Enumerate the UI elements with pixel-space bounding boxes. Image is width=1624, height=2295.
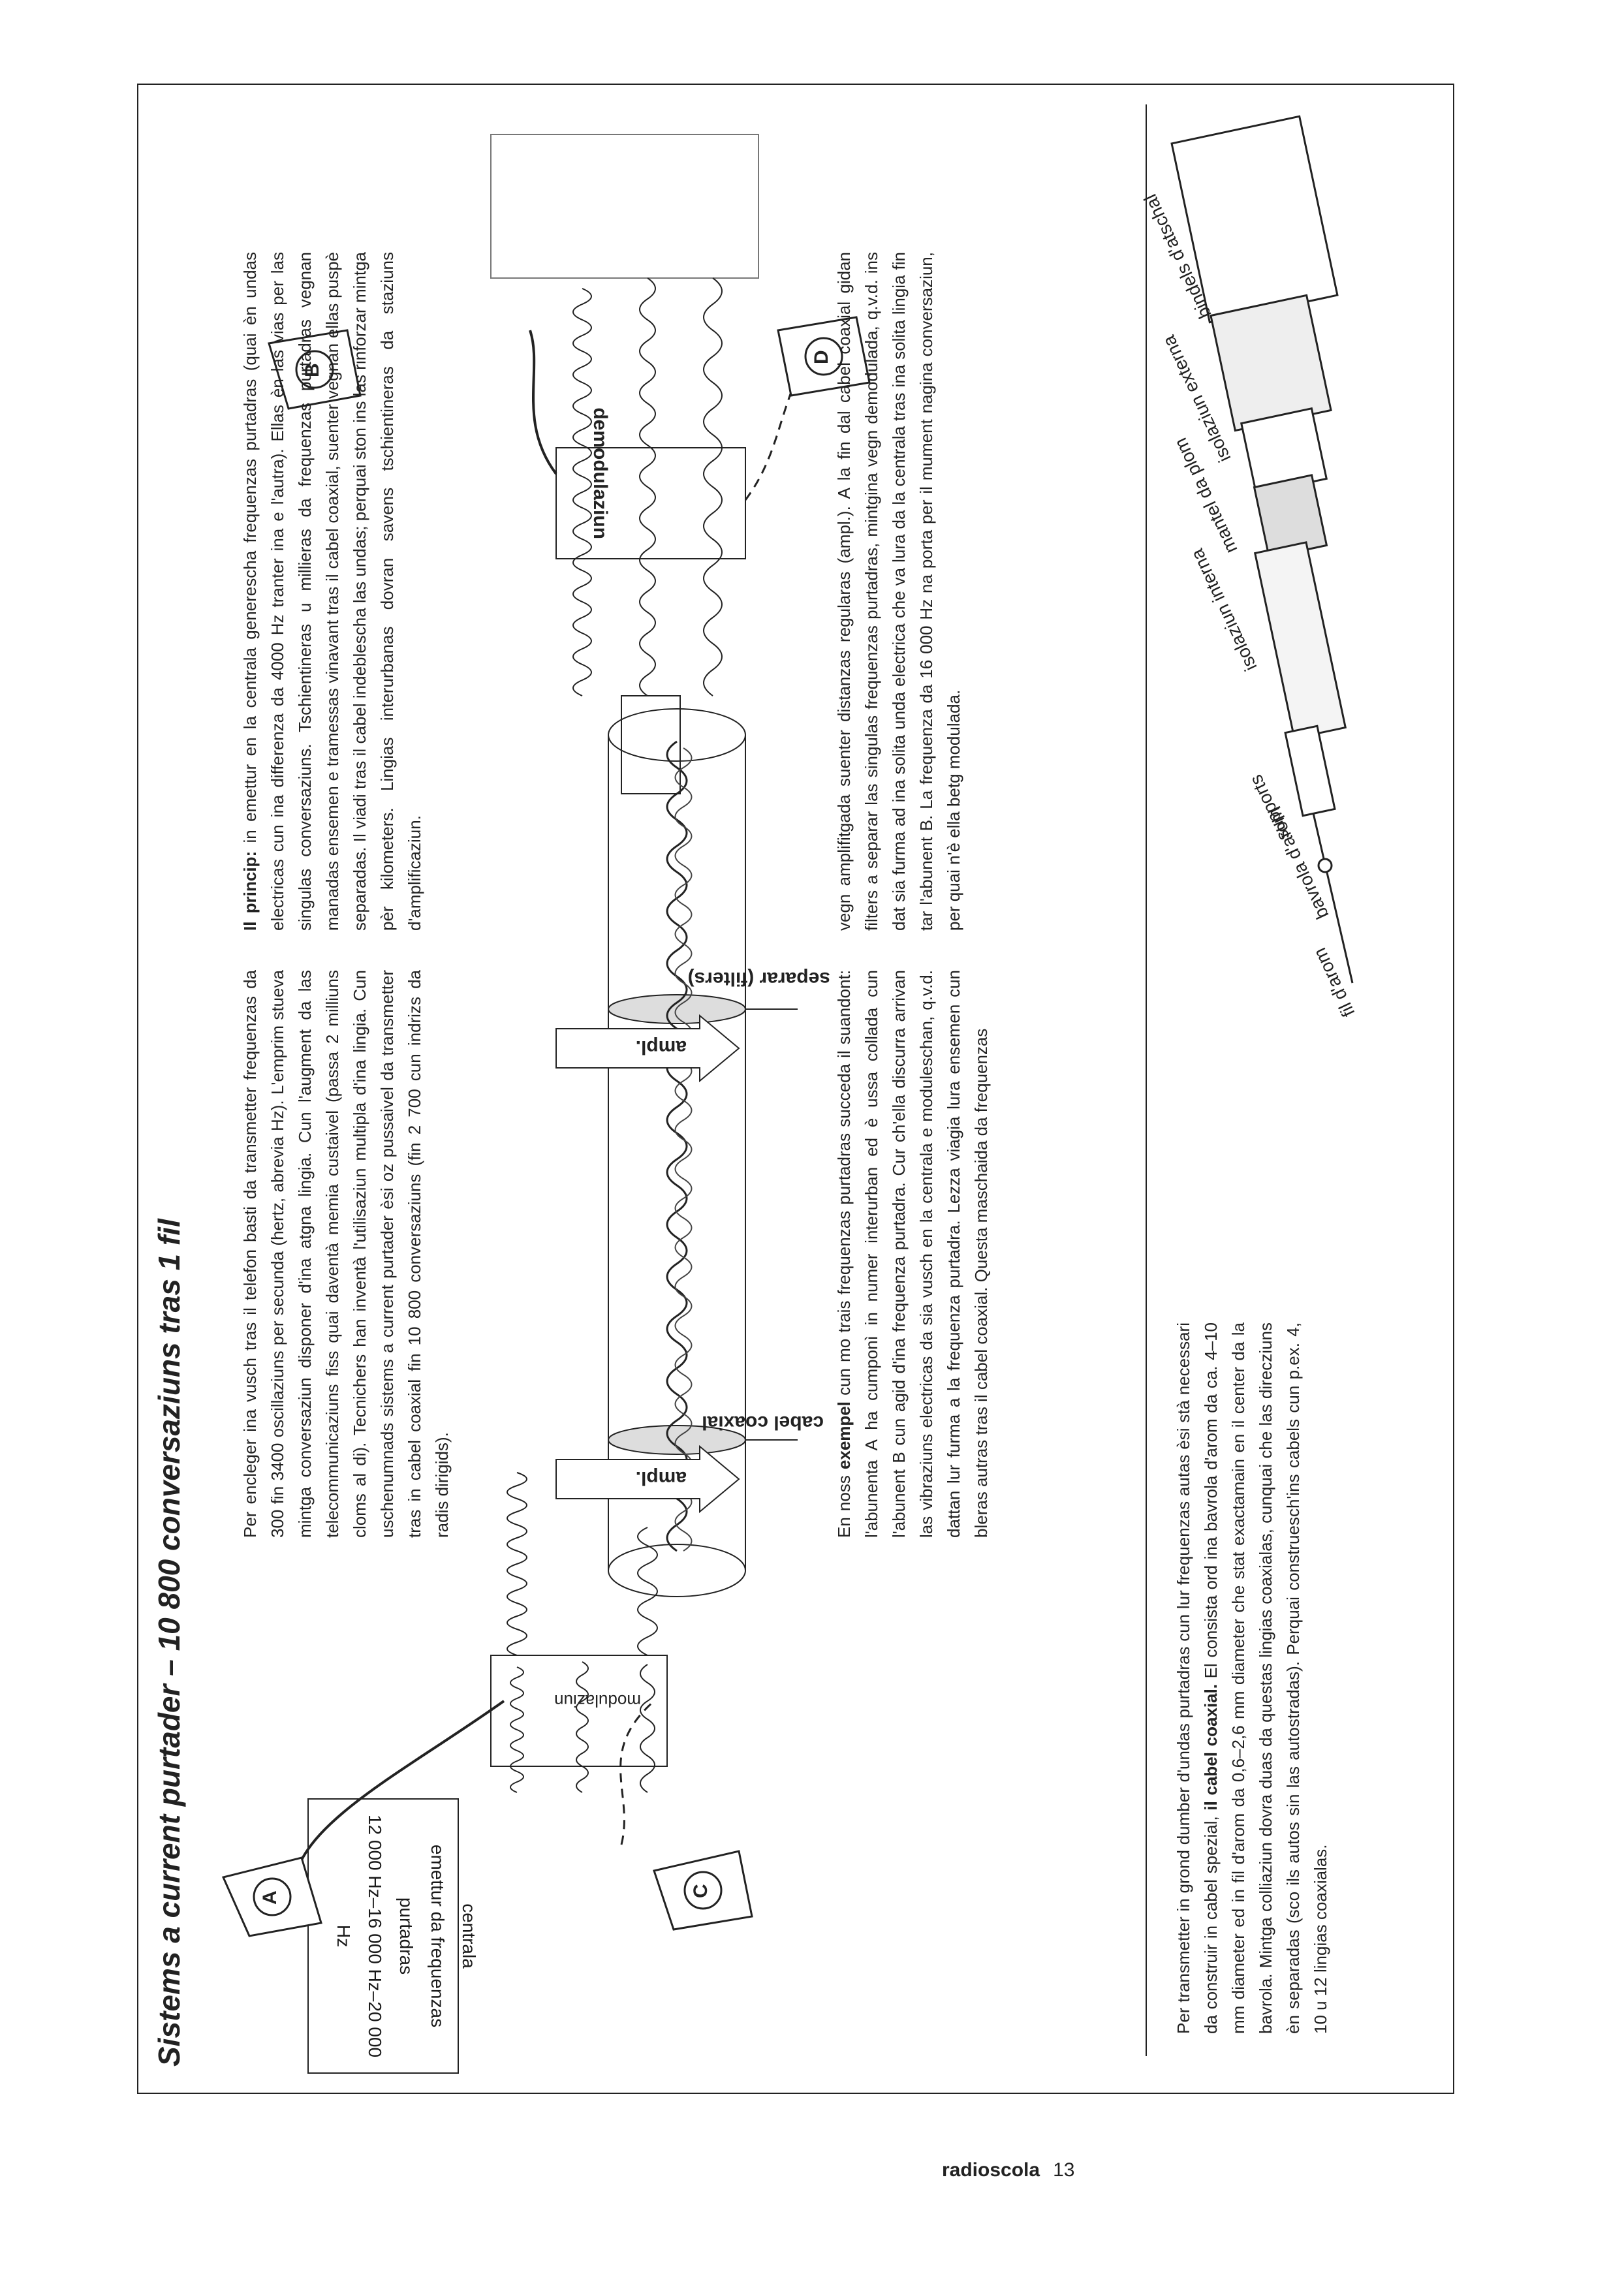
intro-paragraph: Per encleger ina vusch tras il telefon b… [236, 970, 456, 1538]
example-paragraph: En noss exempel cun mo trais frequenzas … [830, 970, 995, 1538]
column-divider [1146, 104, 1147, 2056]
coax-cross-section-drawing [1170, 115, 1354, 984]
example-continuation-text: vegn amplifitgada suenter distanzas regu… [834, 252, 963, 931]
coax-cable-label: cabel coaxial [702, 1412, 824, 1433]
amplifier-label-1: ampl. [635, 1467, 687, 1489]
principle-body: in emettur en la centrala generescha fre… [240, 251, 424, 931]
left-carrier-waves [507, 1472, 658, 1793]
principle-heading: Il princip: [240, 851, 260, 931]
receiver-box [490, 134, 759, 279]
amplifier-arrow-2 [555, 1014, 740, 1083]
modulation-label: modulaziun [554, 1691, 641, 1711]
page-number: 13 [1053, 2159, 1075, 2181]
phone-d-letter: D [811, 350, 832, 364]
principle-paragraph: Il princip: in emettur en la centrala ge… [236, 252, 428, 931]
right-carrier-waves [572, 277, 723, 696]
page-frame [137, 84, 1454, 2094]
coax-heading: il cabel coaxial. [1201, 1683, 1221, 1811]
telephone-c-icon [653, 1850, 753, 1931]
example-continuation-paragraph: vegn amplifitgada suenter distanzas regu… [830, 252, 967, 931]
demodulation-label: demodulaziun [589, 407, 611, 539]
page-title: Sistems a current purtader – 10 800 conv… [152, 1219, 186, 2067]
cord-a [294, 1700, 505, 1878]
page-footer: radioscola 13 [942, 2159, 1074, 2181]
cord-c [619, 1700, 655, 1845]
telephone-d-icon [777, 316, 871, 397]
phone-c-letter: C [690, 1884, 711, 1898]
phone-a-letter: A [259, 1890, 281, 1905]
amplifier-arrow-1 [555, 1444, 740, 1514]
example-heading: exempel [834, 1401, 854, 1470]
cord-b [529, 330, 557, 475]
central-box-text: centrala emettur da frequenzas purtadras… [328, 1805, 484, 2067]
intro-text: Per encleger ina vusch tras il telefon b… [240, 970, 452, 1538]
telephone-b-icon [268, 329, 362, 410]
central-box-line-3: 12 000 Hz–16 000 Hz–20 000 Hz [334, 1814, 385, 2058]
example-body: cun mo trais frequenzas purtadras succed… [834, 969, 991, 1538]
rotated-page-content: Sistems a current purtader – 10 800 conv… [138, 85, 1453, 2093]
coax-cable-drawing [608, 708, 746, 1597]
telephone-a-icon [221, 1856, 322, 1937]
central-box-line-1: centrala [459, 1903, 479, 1969]
central-box [307, 1798, 459, 2074]
coax-paragraph: Per transmetter in grond dumber d'undas … [1170, 1322, 1334, 2034]
example-intro: En noss [834, 1469, 854, 1538]
filter-label: separar (filters) [687, 968, 830, 990]
footer-brand: radioscola [942, 2159, 1040, 2181]
central-box-line-2: emettur da frequenzas purtadras [396, 1844, 448, 2028]
filter-box [621, 695, 681, 794]
diagram-artwork [221, 115, 1354, 2074]
amplifier-label-2: ampl. [635, 1037, 687, 1058]
